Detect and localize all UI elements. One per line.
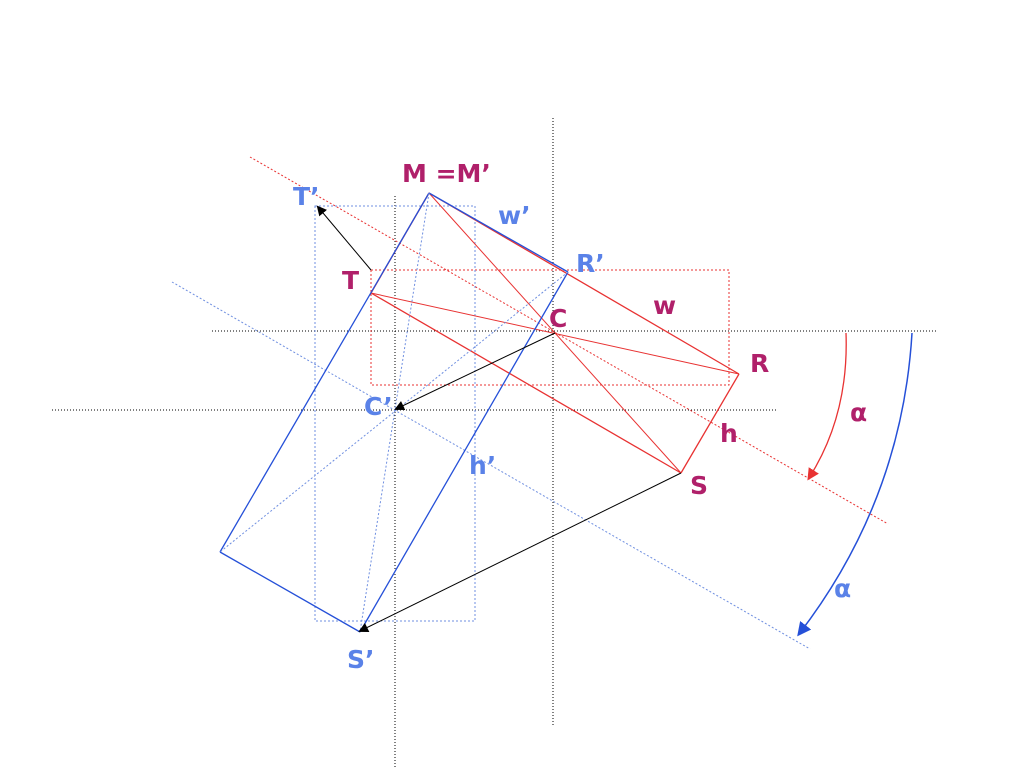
original-bounding-box bbox=[370, 269, 730, 386]
label-h-prime: h’ bbox=[469, 451, 496, 480]
original-rectangle bbox=[370, 192, 740, 474]
rotated-bounding-box bbox=[314, 205, 476, 622]
diagonal-r-t-prime bbox=[219, 271, 569, 553]
label-h: h bbox=[720, 419, 738, 448]
arrow-s-to-s-prime bbox=[358, 472, 682, 632]
edge-r-s bbox=[680, 373, 740, 474]
edge-s-t-prime bbox=[219, 551, 361, 633]
label-alpha-rotated: α bbox=[834, 574, 851, 603]
edge-m-r-prime bbox=[428, 192, 569, 273]
translation-arrows bbox=[316, 205, 682, 632]
rotated-diagonals bbox=[219, 192, 569, 633]
label-m-eq-m-prime: M =M’ bbox=[402, 159, 491, 188]
label-w: w bbox=[653, 291, 676, 320]
edge-m-r bbox=[428, 192, 740, 375]
label-s-prime: S’ bbox=[347, 645, 375, 674]
guide-lines bbox=[52, 118, 938, 768]
label-w-prime: w’ bbox=[498, 201, 531, 230]
rotated-rectangle bbox=[219, 192, 569, 633]
label-alpha-original: α bbox=[850, 398, 867, 427]
label-c: C bbox=[549, 304, 567, 333]
edge-s-t bbox=[370, 292, 682, 474]
rotated-angle-arc bbox=[797, 332, 913, 637]
original-angle-arc bbox=[807, 332, 847, 481]
label-s: S bbox=[690, 471, 708, 500]
edge-r-s-prime bbox=[359, 271, 569, 633]
label-r-prime: R’ bbox=[576, 249, 605, 278]
edge-t-m-prime bbox=[219, 192, 430, 553]
label-c-prime: C’ bbox=[364, 392, 393, 421]
arrow-c-to-c-prime bbox=[394, 332, 556, 411]
label-t-prime: T’ bbox=[293, 182, 320, 211]
rotated-angle-line bbox=[171, 281, 811, 650]
label-r: R bbox=[750, 349, 769, 378]
arrow-t-to-t-prime bbox=[316, 205, 372, 271]
original-angle-line bbox=[249, 156, 889, 525]
label-t: T bbox=[342, 266, 359, 295]
